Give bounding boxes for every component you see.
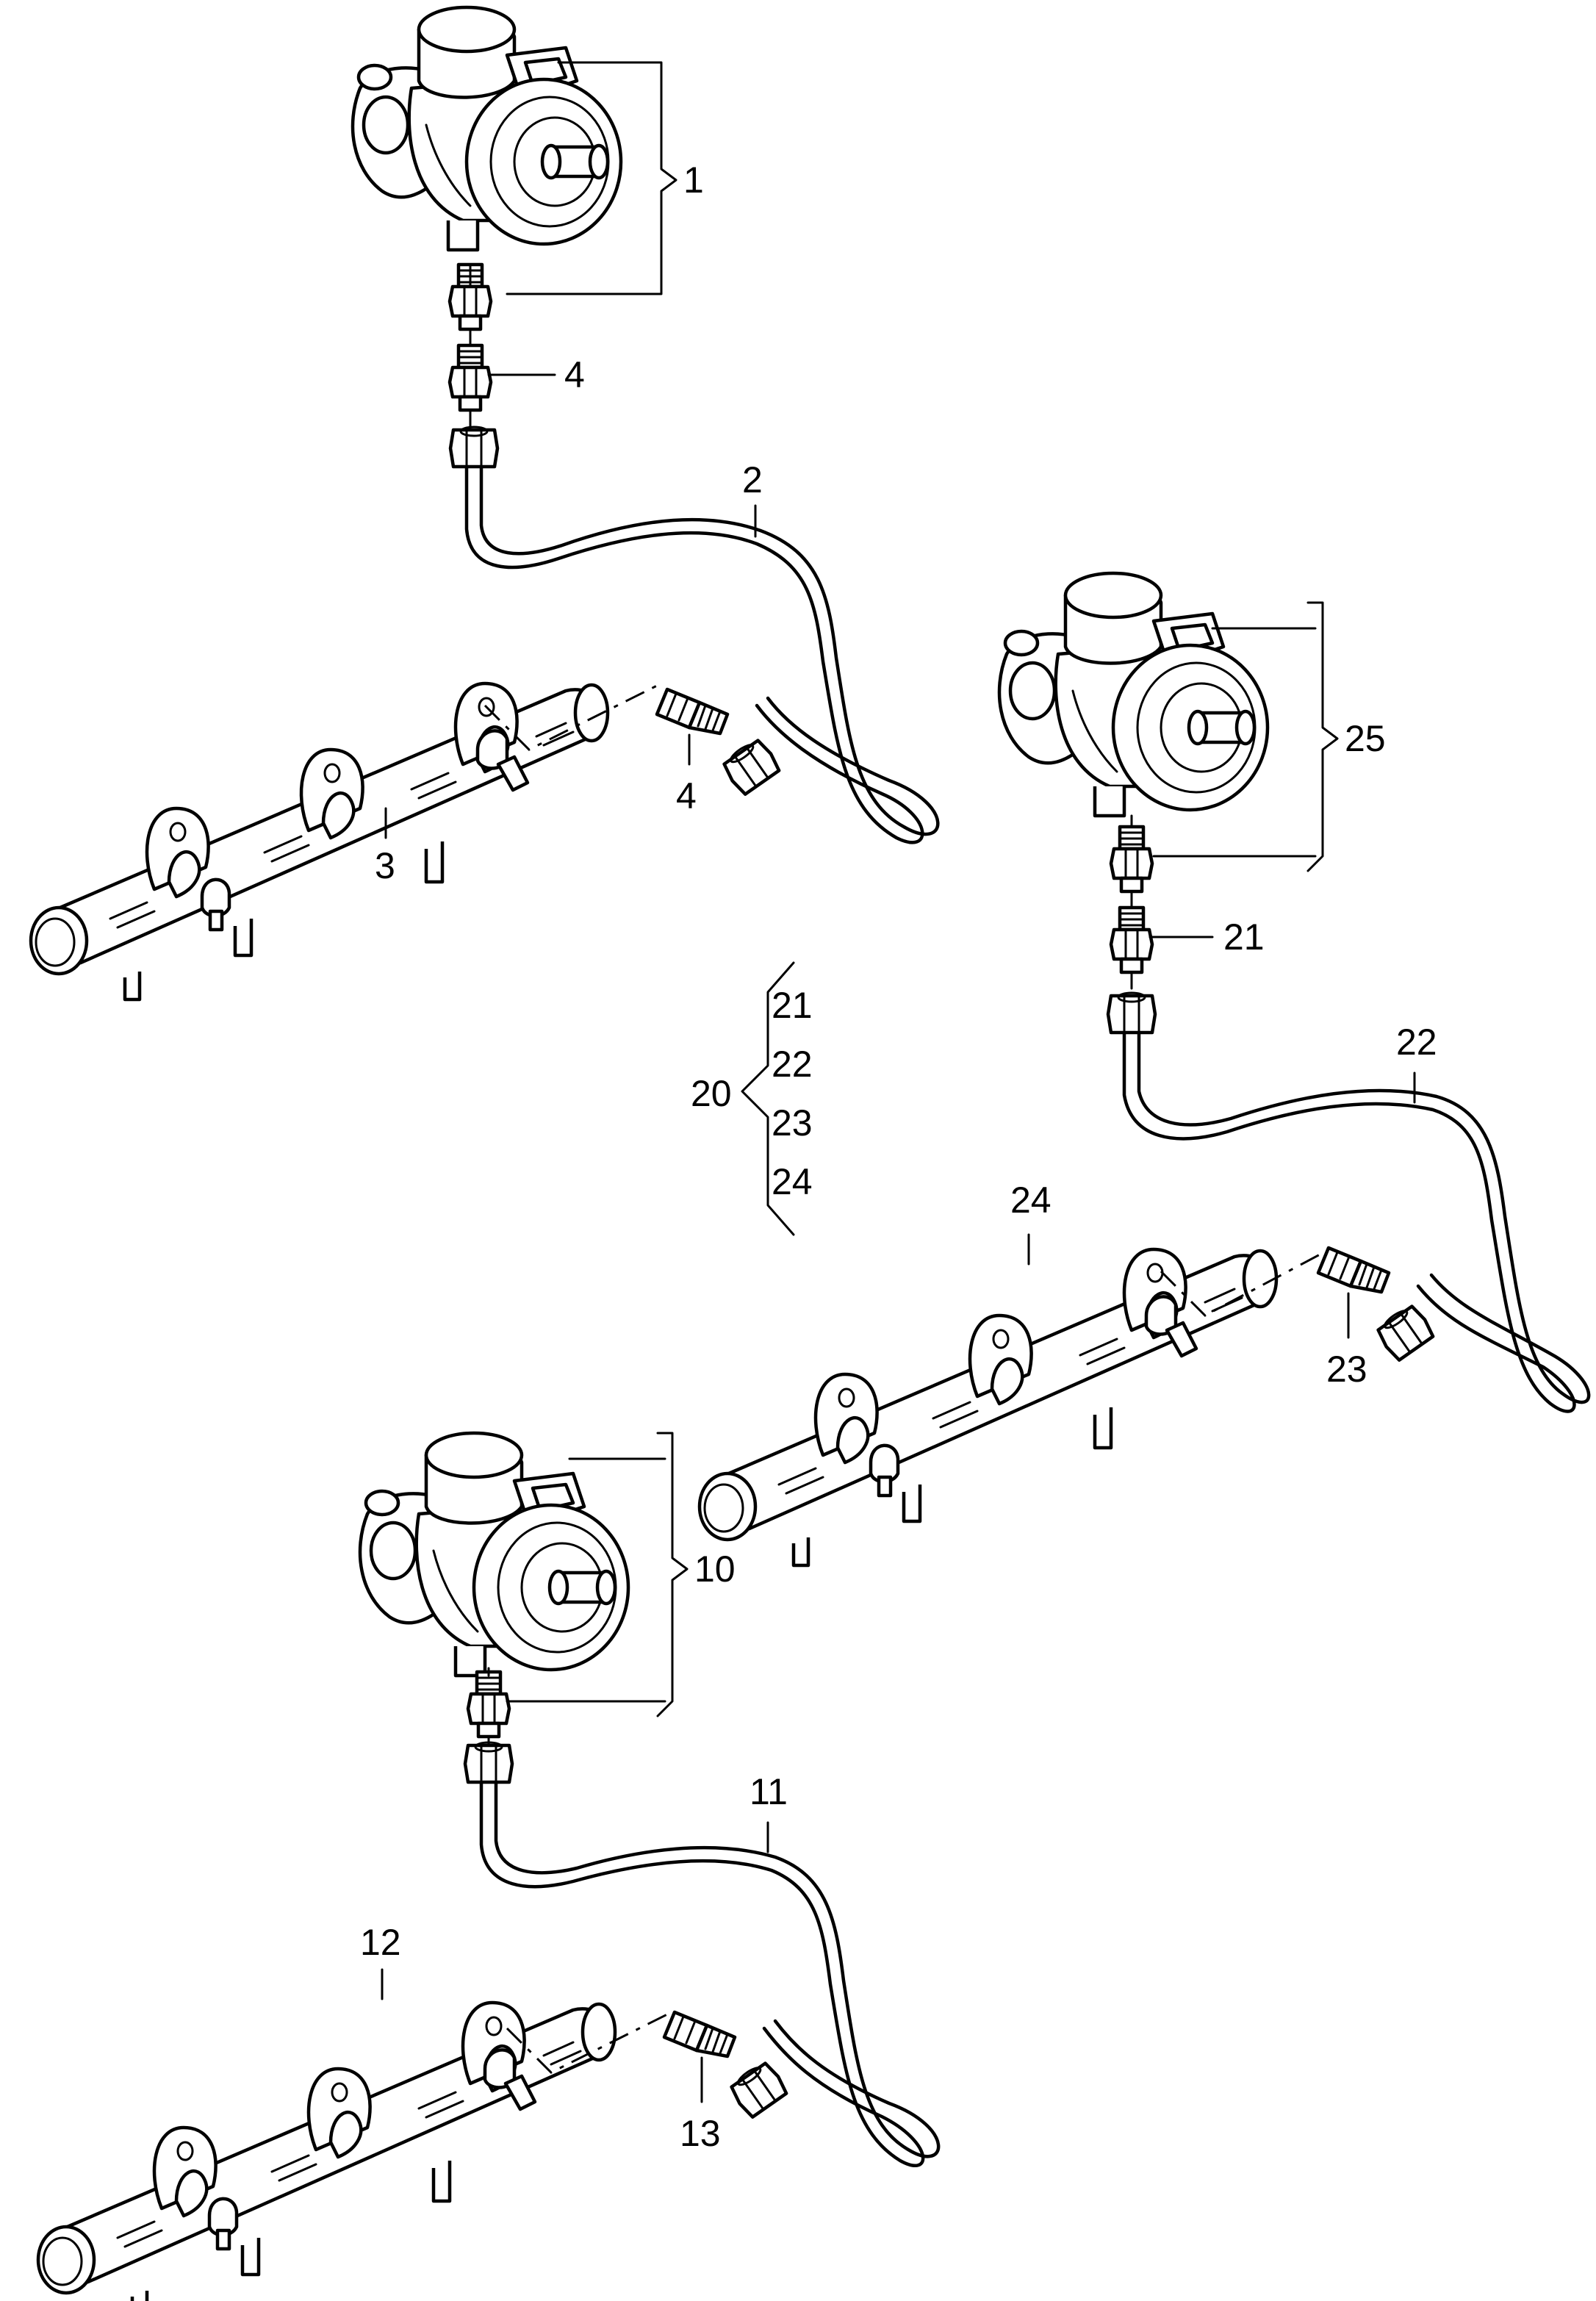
- callout-20-24: 24: [772, 1161, 813, 1202]
- tube-nut-top-25: [1108, 993, 1155, 1033]
- callout-25: 25: [1345, 718, 1386, 759]
- callout-13: 13: [680, 2113, 721, 2154]
- fuel-pipe-2: [464, 461, 940, 844]
- callout-20-22: 22: [772, 1044, 813, 1085]
- tube-nut-rail-1: [720, 736, 781, 796]
- bracket-10: [656, 1432, 689, 1717]
- fuel-rail-12: [38, 2003, 615, 2301]
- callout-4-lower: 4: [676, 775, 697, 816]
- fitting-25: [1111, 827, 1152, 891]
- callout-22: 22: [1396, 1022, 1437, 1063]
- callout-11: 11: [750, 1771, 788, 1812]
- pump-assembly-10: [360, 1433, 628, 1676]
- tube-nut-rail-25: [1374, 1302, 1435, 1362]
- callout-3: 3: [375, 845, 395, 886]
- pump-assembly-1: [353, 7, 621, 250]
- callout-20-23: 23: [772, 1102, 813, 1144]
- group-20-bracket: [741, 961, 795, 1236]
- fuel-pipe-11: [479, 1776, 941, 2167]
- tube-nut-rail-10: [727, 2059, 788, 2119]
- fuel-rail-24: [700, 1249, 1276, 1565]
- callout-1: 1: [683, 159, 704, 201]
- callout-4-upper: 4: [564, 354, 585, 395]
- callout-24: 24: [1010, 1180, 1052, 1221]
- fitting-4-upper: [450, 345, 491, 410]
- bracket-1: [645, 61, 677, 295]
- dash-line-10: [506, 2012, 669, 2074]
- tube-nut-top-10: [465, 1742, 512, 1782]
- fitting-4-lower: [657, 689, 727, 733]
- dash-line-1: [484, 682, 662, 751]
- callout-23: 23: [1326, 1349, 1367, 1390]
- callout-12: 12: [360, 1922, 401, 1963]
- fitting-23: [1318, 1248, 1389, 1292]
- callout-2: 2: [742, 459, 763, 500]
- callout-21: 21: [1223, 916, 1265, 958]
- fitting-10: [468, 1672, 509, 1737]
- callout-20-21: 21: [772, 985, 813, 1026]
- pump-assembly-25: [999, 573, 1268, 816]
- fitting-13: [664, 2012, 735, 2056]
- bracket-25: [1306, 601, 1339, 872]
- callout-20: 20: [691, 1073, 732, 1114]
- tube-nut-top: [450, 427, 497, 467]
- callout-10: 10: [694, 1548, 736, 1590]
- fuel-pipe-22: [1122, 1027, 1591, 1413]
- dash-line-25: [1160, 1252, 1323, 1317]
- fitting-21: [1111, 908, 1152, 972]
- fuel-rail-3: [31, 683, 608, 999]
